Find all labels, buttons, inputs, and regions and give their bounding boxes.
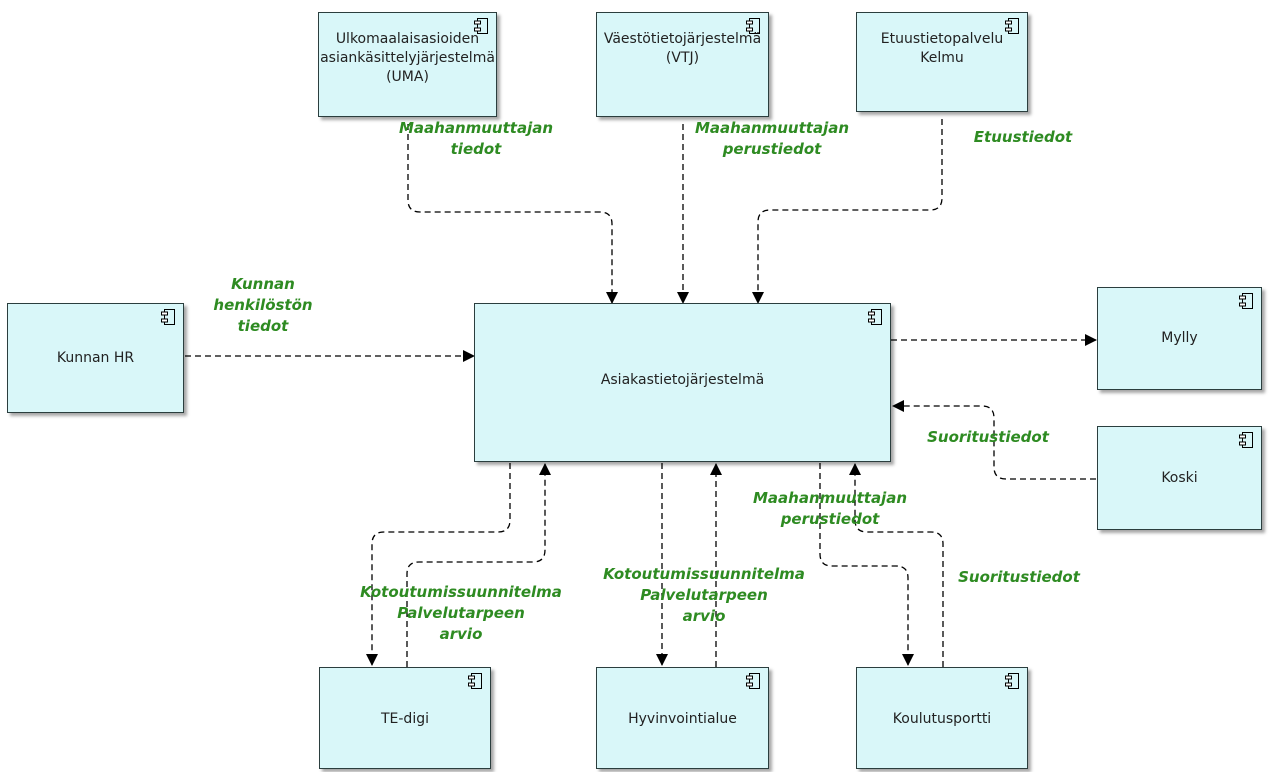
component-kelmu[interactable]: Etuustietopalvelu Kelmu xyxy=(856,12,1028,112)
flow-label-vtj: Maahanmuuttajan perustiedot xyxy=(694,119,850,158)
component-icon xyxy=(746,673,760,689)
component-label: Mylly xyxy=(1161,330,1198,346)
component-label: Etuustietopalvelu Kelmu xyxy=(880,31,1004,66)
component-label: Kunnan HR xyxy=(56,350,135,366)
connector-asiakas-to-tedigi xyxy=(366,463,511,666)
connector-koski-to-asiakas xyxy=(892,400,1096,480)
component-label: Asiakastietojärjestelmä xyxy=(600,372,765,388)
connector-kelmu-to-asiakas xyxy=(752,119,943,304)
component-icon xyxy=(1005,18,1019,34)
flow-label-koulutusportti-out: Suoritustiedot xyxy=(958,568,1080,586)
flow-label-uma: Maahanmuuttajan tiedot xyxy=(398,119,554,158)
component-icon xyxy=(474,18,488,34)
component-label: Ulkomaalaisasioiden asiankäsittelyjärjes… xyxy=(320,31,495,85)
flow-label-hyvinvointialue: Kotoutumissuunnitelma Palvelutarpeen arv… xyxy=(603,565,805,625)
component-label: TE-digi xyxy=(380,711,429,727)
flow-label-kunnan-hr: Kunnan henkilöstön tiedot xyxy=(213,275,313,335)
component-icon xyxy=(468,673,482,689)
component-asiakastietojarjestelma[interactable]: Asiakastietojärjestelmä xyxy=(474,303,891,462)
component-label: Koski xyxy=(1161,470,1198,486)
component-label: Hyvinvointialue xyxy=(628,711,737,727)
flow-label-koulutusportti-in: Maahanmuuttajan perustiedot xyxy=(752,489,908,528)
component-icon xyxy=(161,309,175,325)
connector-tedigi-to-asiakas xyxy=(406,463,551,667)
flow-label-te-digi: Kotoutumissuunnitelma Palvelutarpeen arv… xyxy=(360,583,562,643)
component-vtj[interactable]: Väestötietojärjestelmä (VTJ) xyxy=(596,12,769,117)
flow-label-kelmu: Etuustiedot xyxy=(973,128,1073,146)
component-hyvinvointialue[interactable]: Hyvinvointialue xyxy=(596,667,769,769)
component-label: Väestötietojärjestelmä (VTJ) xyxy=(603,31,762,66)
component-label: Koulutusportti xyxy=(892,711,992,727)
component-icon xyxy=(1239,432,1253,448)
component-kunnan-hr[interactable]: Kunnan HR xyxy=(7,303,184,413)
component-mylly[interactable]: Mylly xyxy=(1097,287,1262,390)
component-icon xyxy=(1239,293,1253,309)
component-icon xyxy=(868,309,882,325)
component-te-digi[interactable]: TE-digi xyxy=(319,667,491,769)
component-koulutusportti[interactable]: Koulutusportti xyxy=(856,667,1028,769)
component-icon xyxy=(746,18,760,34)
component-icon xyxy=(1005,673,1019,689)
connector-asiakas-to-koulutusportti xyxy=(819,463,914,666)
flow-label-koski: Suoritustiedot xyxy=(927,428,1049,446)
component-uma[interactable]: Ulkomaalaisasioiden asiankäsittelyjärjes… xyxy=(318,12,497,117)
component-koski[interactable]: Koski xyxy=(1097,426,1262,530)
connector-koulutusportti-to-asiakas xyxy=(849,463,944,667)
connector-uma-to-asiakas xyxy=(407,124,618,304)
